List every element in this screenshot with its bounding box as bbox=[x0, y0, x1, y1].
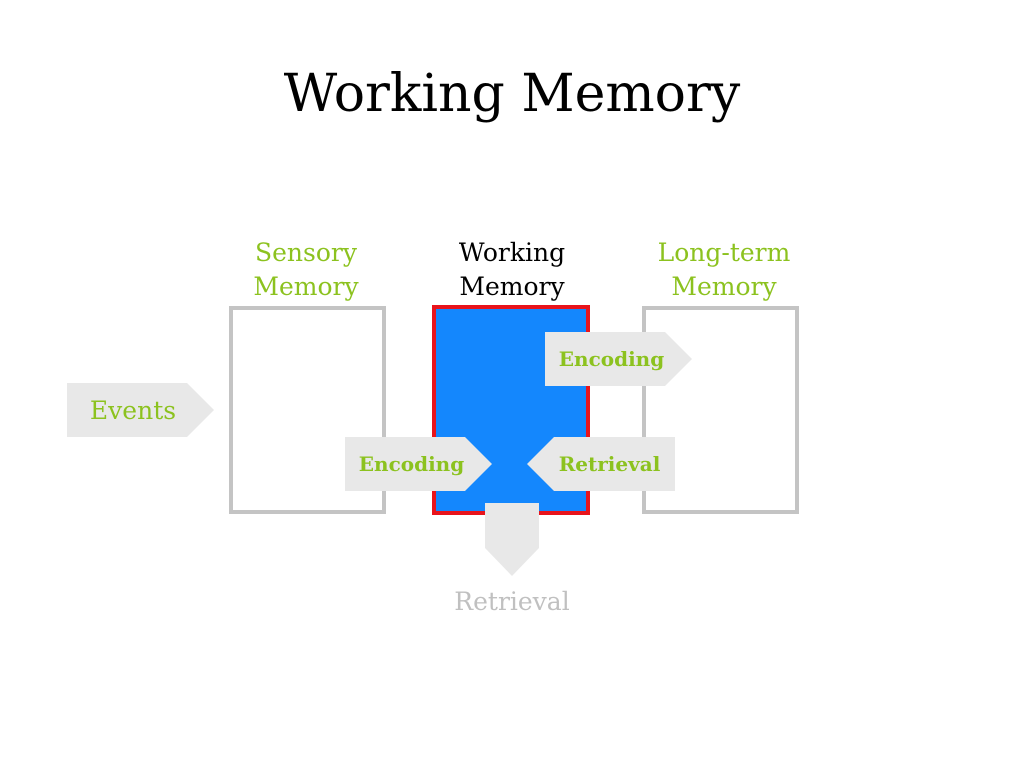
encoding-to-working-arrow bbox=[345, 437, 492, 491]
longterm-label-line2: Memory bbox=[671, 272, 777, 301]
retrieval-from-longterm-label: Retrieval bbox=[558, 452, 661, 476]
encoding-to-longterm-label: Encoding bbox=[558, 347, 665, 371]
sensory-memory-box bbox=[229, 306, 386, 514]
sensory-memory-label: Sensory Memory bbox=[216, 236, 396, 304]
retrieval-from-longterm-arrow-shape bbox=[527, 437, 675, 491]
working-label-line1: Working bbox=[458, 238, 566, 267]
events-label: Events bbox=[89, 395, 177, 425]
sensory-label-line2: Memory bbox=[253, 272, 359, 301]
encoding-to-working-label: Encoding bbox=[358, 452, 465, 476]
events-arrow bbox=[67, 383, 214, 437]
slide-title: Working Memory bbox=[283, 64, 741, 124]
retrieval-out-label: Retrieval bbox=[454, 587, 570, 616]
retrieval-from-longterm-arrow bbox=[527, 437, 675, 491]
encoding-to-working-arrow-shape bbox=[345, 437, 492, 491]
encoding-to-longterm-arrow bbox=[545, 332, 692, 386]
retrieval-out-arrow bbox=[485, 503, 539, 576]
events-arrow-shape bbox=[67, 383, 214, 437]
working-label-line2: Memory bbox=[459, 272, 565, 301]
encoding-to-longterm-arrow-shape bbox=[545, 332, 692, 386]
retrieval-out-arrow-shape bbox=[485, 503, 539, 576]
longterm-label-line1: Long-term bbox=[657, 238, 791, 267]
working-memory-label: Working Memory bbox=[422, 236, 602, 304]
long-term-memory-label: Long-term Memory bbox=[634, 236, 814, 304]
sensory-label-line1: Sensory bbox=[255, 238, 357, 267]
